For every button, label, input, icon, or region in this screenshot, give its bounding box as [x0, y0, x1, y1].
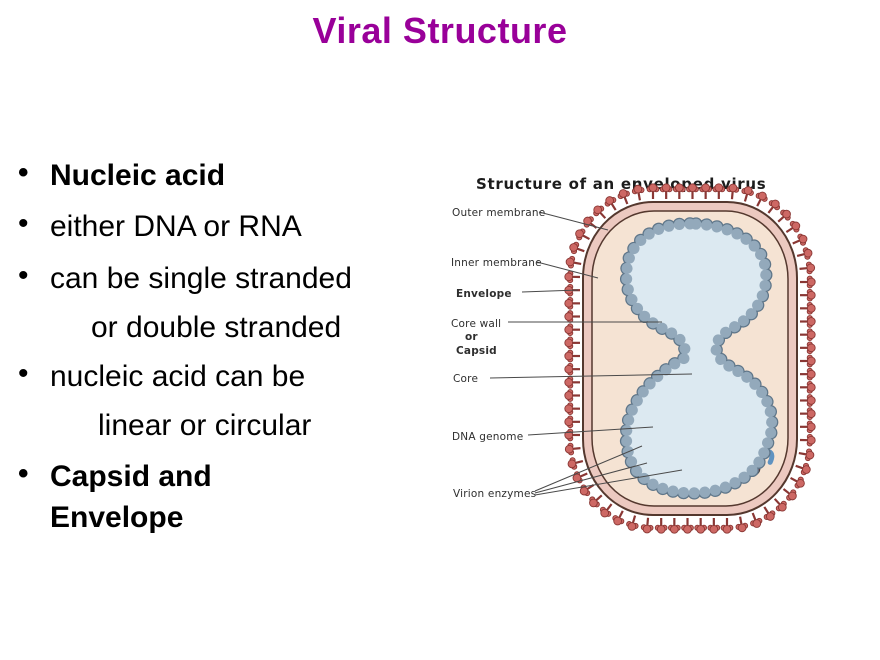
- bullet-item-nucleic-acid: Nucleic acid: [16, 156, 352, 193]
- label-core-wall-or: or: [465, 331, 478, 343]
- bullet-text: Nucleic acid: [50, 159, 226, 192]
- label-envelope: Envelope: [456, 288, 512, 300]
- leader-inner-membrane: [536, 261, 599, 279]
- bullet-item-dna-or-rna: either DNA or RNA: [16, 207, 352, 244]
- leader-outer-membrane: [538, 211, 609, 231]
- bullet-item-capsid-envelope: Capsid and Envelope: [16, 453, 260, 538]
- label-core: Core: [453, 373, 478, 385]
- label-virion-enzymes: Virion enzymes: [453, 488, 536, 500]
- bullet-list: Nucleic acid either DNA or RNA can be si…: [16, 156, 352, 555]
- slide-title: Viral Structure: [312, 10, 568, 51]
- bullet-continuation: or double stranded: [91, 311, 342, 344]
- leader-core: [489, 373, 693, 379]
- leader-virion-enzymes-2: [534, 462, 648, 494]
- virus-spikes: [564, 183, 816, 534]
- leader-dna-genome: [527, 426, 654, 436]
- bullet-item-linear-circular: nucleic acid can be linear or circular: [16, 357, 352, 443]
- label-inner-membrane: Inner membrane: [451, 257, 542, 269]
- bullet-text: can be single stranded: [50, 262, 352, 295]
- bullet-item-single-stranded: can be single stranded or double strande…: [16, 259, 352, 345]
- bullet-continuation: linear or circular: [98, 409, 312, 442]
- bullet-text: Capsid and Envelope: [50, 460, 212, 534]
- label-core-wall: Core wall: [451, 318, 501, 330]
- leader-virion-enzymes-3: [534, 469, 683, 496]
- bullet-text: nucleic acid can be: [50, 360, 306, 393]
- label-outer-membrane: Outer membrane: [452, 207, 545, 219]
- leader-envelope: [521, 289, 579, 293]
- bullet-text: either DNA or RNA: [50, 210, 302, 243]
- virus-diagram: Structure of an enveloped virus: [451, 175, 816, 534]
- leader-virion-enzymes-1: [534, 445, 643, 492]
- label-dna-genome: DNA genome: [452, 431, 523, 443]
- label-capsid: Capsid: [456, 345, 497, 357]
